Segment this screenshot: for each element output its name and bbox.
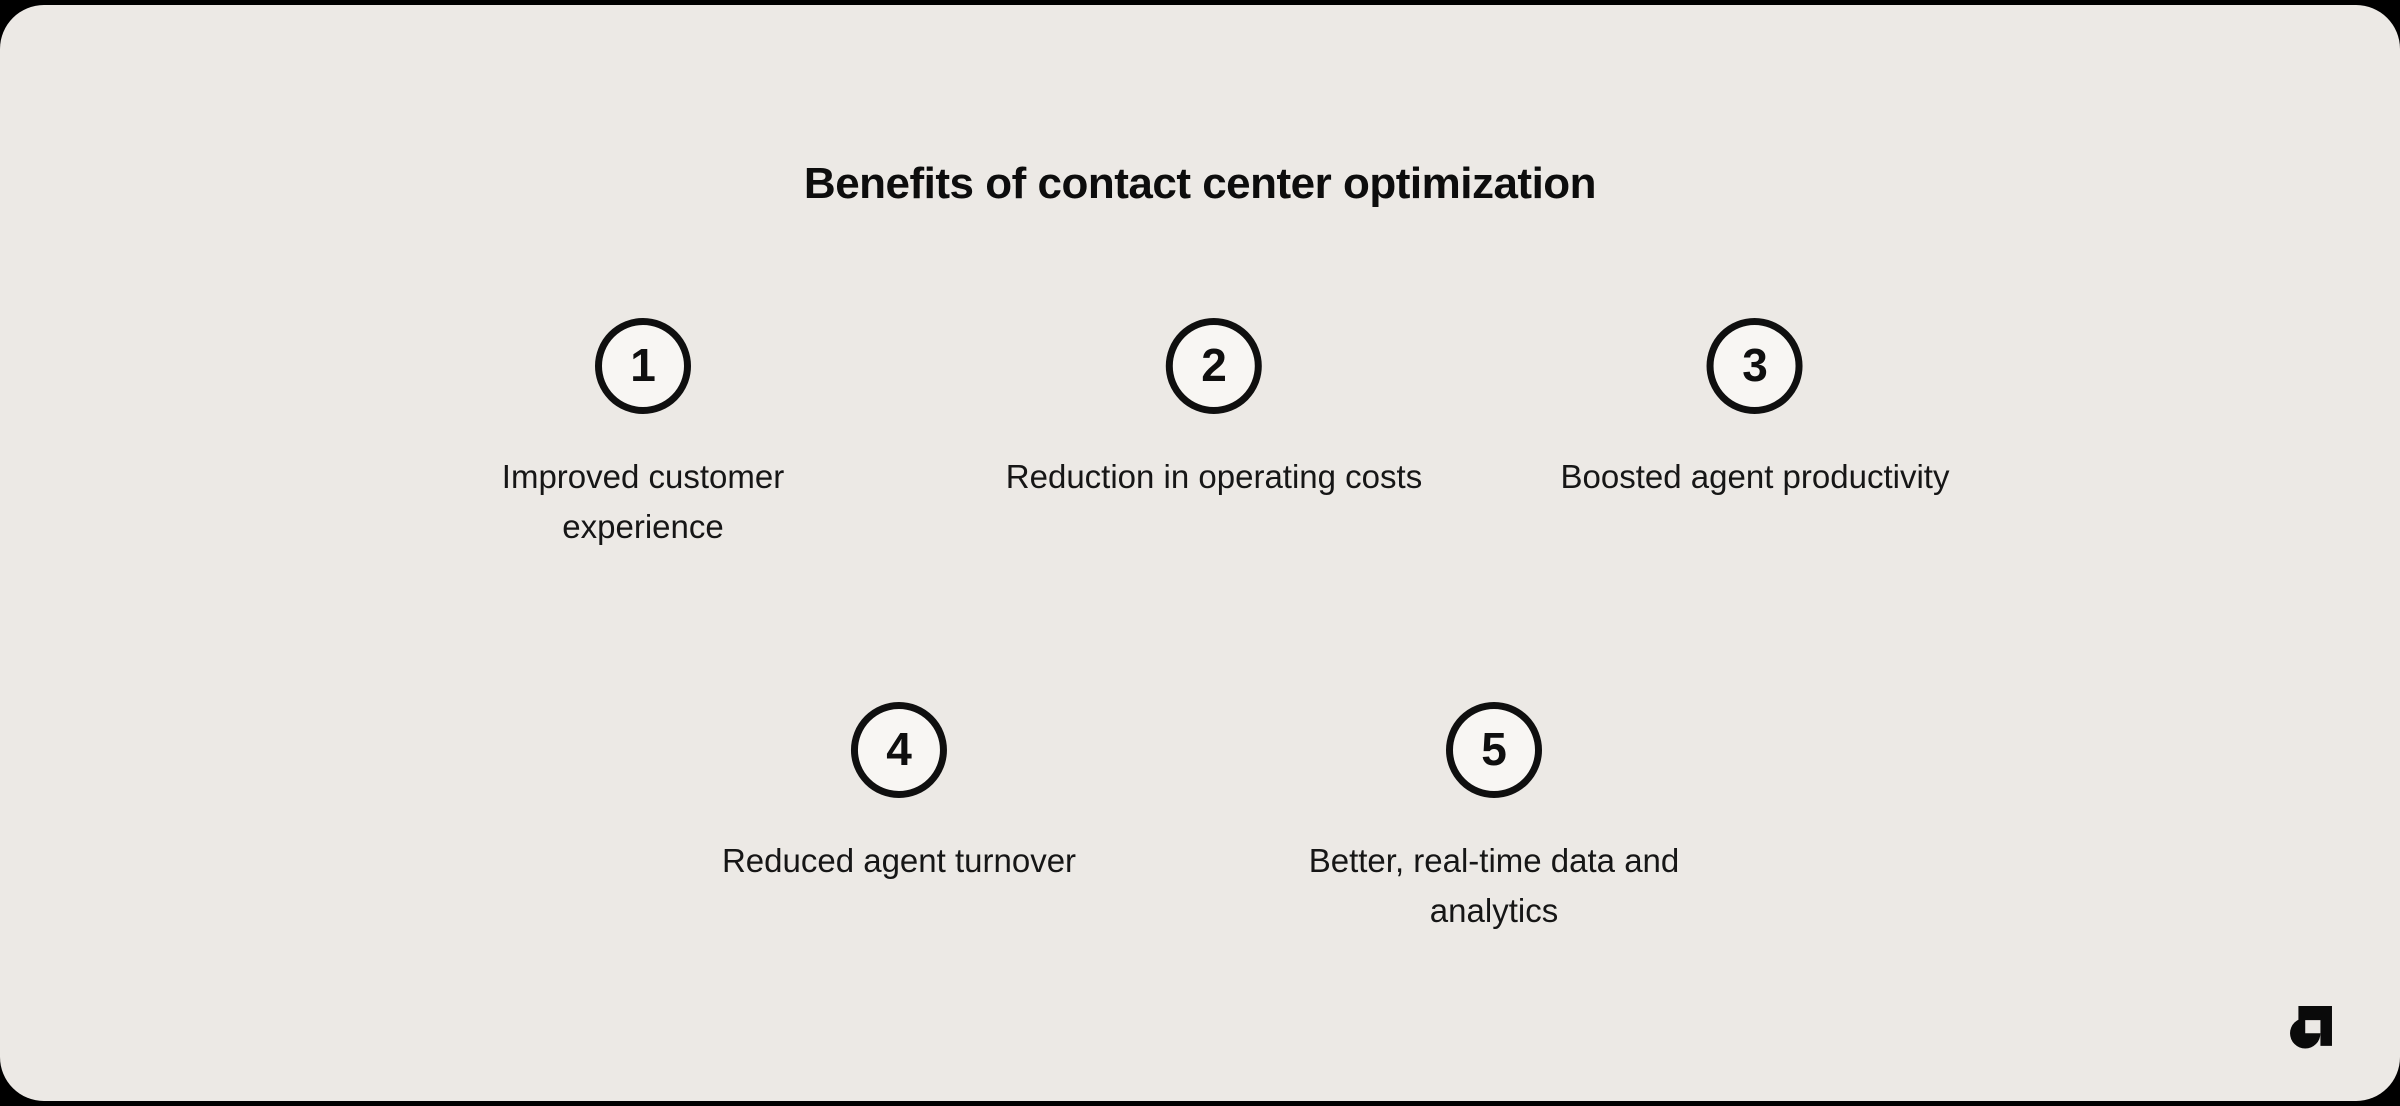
benefit-number: 3 bbox=[1742, 339, 1768, 391]
page-title: Benefits of contact center optimization bbox=[803, 159, 1597, 209]
benefit-label: Reduction in operating costs bbox=[1005, 458, 1423, 495]
benefit-number-circle: 4 bbox=[850, 702, 947, 798]
benefit-item-1: 1 Improved customer experience bbox=[453, 318, 833, 552]
benefit-label: Better, real-time data and analytics bbox=[1308, 842, 1680, 929]
benefit-label: Reduced agent turnover bbox=[721, 842, 1077, 879]
benefit-number: 5 bbox=[1481, 723, 1507, 775]
benefit-number-circle: 3 bbox=[1706, 318, 1803, 414]
infographic-card: Benefits of contact center optimization … bbox=[0, 5, 2400, 1101]
a-mark-brand-logo-icon bbox=[2290, 1006, 2332, 1049]
benefit-number-circle: 5 bbox=[1446, 702, 1542, 798]
benefit-number: 4 bbox=[886, 723, 912, 775]
benefit-item-3: 3 Boosted agent productivity bbox=[1560, 318, 1950, 502]
benefit-number: 1 bbox=[630, 339, 656, 391]
benefit-label: Improved customer experience bbox=[501, 458, 785, 545]
benefit-item-5: 5 Better, real-time data and analytics bbox=[1264, 702, 1724, 936]
benefit-item-4: 4 Reduced agent turnover bbox=[722, 702, 1076, 886]
benefit-number-circle: 2 bbox=[1165, 318, 1262, 414]
benefit-label: Boosted agent productivity bbox=[1560, 458, 1950, 495]
benefit-number: 2 bbox=[1201, 339, 1227, 391]
benefit-number-circle: 1 bbox=[595, 318, 691, 414]
benefit-item-2: 2 Reduction in operating costs bbox=[1006, 318, 1422, 502]
